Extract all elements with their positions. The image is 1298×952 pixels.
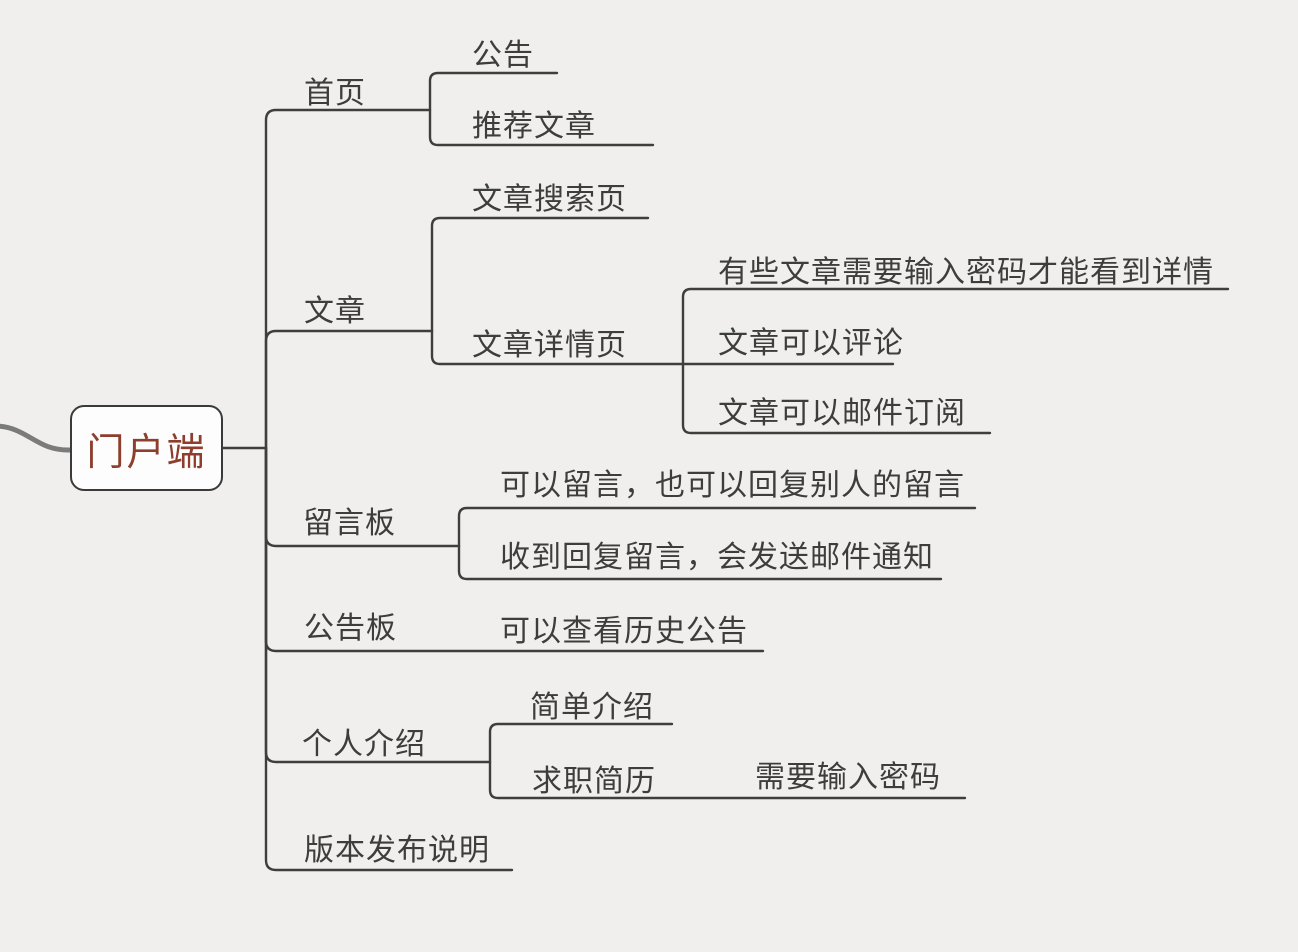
topic-home[interactable]: 首页 <box>304 76 366 111</box>
topic-history-announcements[interactable]: 可以查看历史公告 <box>500 614 748 649</box>
parent-link-edge <box>0 423 73 453</box>
topic-reply-notification[interactable]: 收到回复留言，会发送邮件通知 <box>500 540 934 575</box>
connector-about-me <box>264 446 492 764</box>
topic-article-search[interactable]: 文章搜索页 <box>472 182 627 217</box>
topic-message-board[interactable]: 留言板 <box>303 506 396 541</box>
connector-article <box>264 329 434 450</box>
topic-announcement[interactable]: 公告 <box>472 38 534 73</box>
connector-announcement <box>428 71 559 112</box>
topic-simple-intro[interactable]: 简单介绍 <box>530 690 654 725</box>
connector-password-articles <box>681 287 1230 366</box>
topic-recommended-articles[interactable]: 推荐文章 <box>472 109 596 144</box>
connector-article-search <box>430 216 650 333</box>
connector-article-email-subscribe <box>681 362 992 435</box>
topic-about-me[interactable]: 个人介绍 <box>302 727 426 762</box>
topic-article-comments[interactable]: 文章可以评论 <box>718 326 904 361</box>
topic-article[interactable]: 文章 <box>304 294 366 329</box>
topic-release-notes[interactable]: 版本发布说明 <box>304 833 490 868</box>
topic-article-detail[interactable]: 文章详情页 <box>472 328 627 363</box>
topic-resume-password[interactable]: 需要输入密码 <box>755 760 941 795</box>
connector-simple-intro <box>488 722 674 764</box>
topic-article-email-subscribe[interactable]: 文章可以邮件订阅 <box>718 396 966 431</box>
connector-reply-notification <box>457 544 943 581</box>
topic-leave-message[interactable]: 可以留言，也可以回复别人的留言 <box>500 468 965 503</box>
topic-resume[interactable]: 求职简历 <box>532 764 656 799</box>
connector-recommended-articles <box>428 108 655 147</box>
topic-announcement-board[interactable]: 公告板 <box>304 611 397 646</box>
root-topic[interactable]: 门户端 <box>70 405 223 491</box>
connector-article-detail <box>430 329 685 366</box>
connector-release-notes <box>264 446 514 872</box>
connector-leave-message <box>457 506 977 548</box>
topic-password-articles[interactable]: 有些文章需要输入密码才能看到详情 <box>718 255 1214 290</box>
connector-resume <box>488 760 967 800</box>
root-topic-label: 门户端 <box>86 429 207 474</box>
connector-home <box>264 108 432 450</box>
